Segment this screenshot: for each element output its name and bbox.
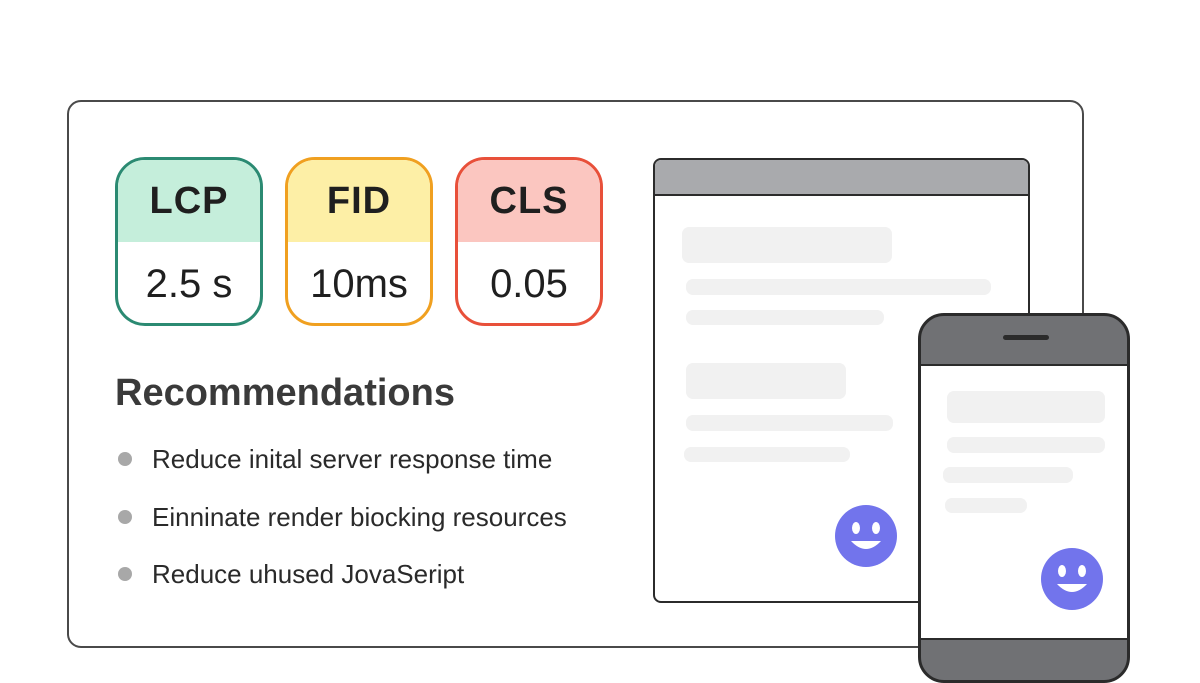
smiley-face-icon — [835, 505, 897, 567]
skeleton-line — [684, 447, 850, 462]
bullet-icon — [118, 510, 132, 524]
metric-card-cls: CLS 0.05 — [455, 157, 603, 326]
skeleton-block — [686, 363, 846, 399]
smiley-face-icon — [1041, 548, 1103, 610]
metric-card-fid: FID 10ms — [285, 157, 433, 326]
skeleton-line — [686, 310, 884, 325]
metric-label-lcp: LCP — [118, 160, 260, 242]
desktop-preview — [653, 158, 1030, 603]
metric-value-lcp: 2.5 s — [145, 261, 233, 306]
skeleton-line — [947, 437, 1105, 453]
recommendation-item: Reduce inital server response time — [118, 444, 552, 474]
skeleton-block — [682, 227, 892, 263]
bullet-icon — [118, 567, 132, 581]
phone-speaker — [1003, 335, 1049, 340]
skeleton-line — [943, 467, 1073, 483]
mobile-preview — [918, 313, 1130, 683]
metric-card-lcp: LCP 2.5 s — [115, 157, 263, 326]
metric-value-cls: 0.05 — [490, 261, 568, 306]
recommendation-item: Reduce uhused JovaSeript — [118, 559, 464, 589]
recommendation-text: Reduce inital server response time — [152, 443, 553, 474]
desktop-title-bar — [655, 160, 1028, 196]
skeleton-line — [945, 498, 1027, 513]
metric-label-cls: CLS — [458, 160, 600, 242]
bullet-icon — [118, 452, 132, 466]
skeleton-line — [686, 279, 991, 295]
metric-value-fid: 10ms — [310, 261, 408, 306]
recommendation-text: Einninate render biocking resources — [152, 501, 567, 532]
recommendations-title: Recommendations — [115, 372, 455, 414]
recommendation-text: Reduce uhused JovaSeript — [152, 558, 465, 589]
mobile-screen — [921, 364, 1127, 640]
skeleton-block — [947, 391, 1105, 423]
recommendation-item: Einninate render biocking resources — [118, 502, 567, 532]
metric-label-fid: FID — [288, 160, 430, 242]
skeleton-line — [686, 415, 893, 431]
